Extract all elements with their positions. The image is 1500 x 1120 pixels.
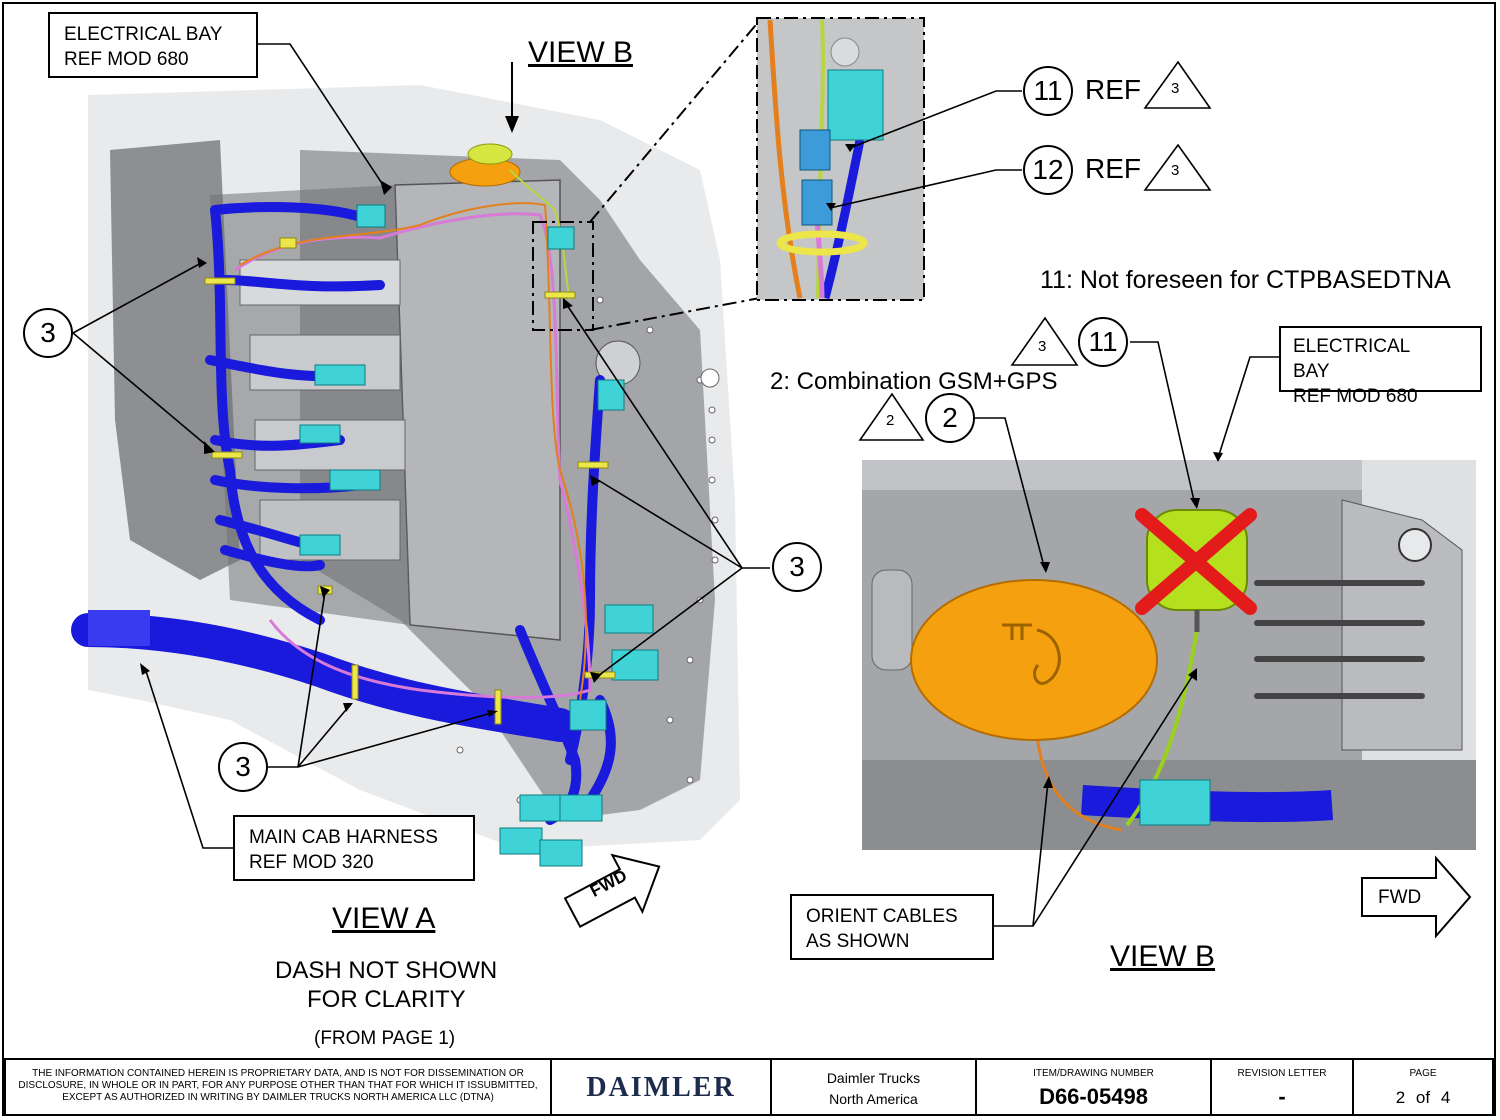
proprietary-notice: THE INFORMATION CONTAINED HEREIN IS PROP…: [18, 1068, 538, 1103]
flag-number: 2: [886, 412, 895, 429]
company-line2: North America: [829, 1091, 918, 1107]
fwd-arrow-label: FWD: [1378, 887, 1422, 908]
callout-line: ELECTRICAL BAY: [64, 24, 223, 45]
balloon-item-3: 3: [772, 542, 822, 592]
revision-label: REVISION LETTER: [1237, 1068, 1327, 1079]
main-cab-harness-callout: MAIN CAB HARNESS REF MOD 320: [233, 815, 475, 881]
revision-value: -: [1278, 1084, 1286, 1109]
balloon-item-3: 3: [218, 742, 268, 792]
balloon-item-2: 2: [925, 393, 975, 443]
electrical-bay-callout-left: ELECTRICAL BAY REF MOD 680: [48, 12, 258, 78]
company-cell: Daimler Trucks North America: [772, 1060, 977, 1114]
flag-triangle: [1010, 316, 1079, 366]
view-b-illustration: [862, 460, 1476, 850]
note-2: 2: Combination GSM+GPS: [770, 368, 1058, 395]
dash-note-line1: DASH NOT SHOWN: [275, 957, 498, 984]
ref-label: REF: [1085, 74, 1141, 105]
note-11: 11: Not foreseen for CTPBASEDTNA: [1040, 266, 1451, 294]
drawing-number-cell: ITEM/DRAWING NUMBER D66-05498: [977, 1060, 1212, 1114]
dash-note-line2: FOR CLARITY: [307, 986, 466, 1013]
view-a-title: VIEW A: [332, 902, 436, 935]
orient-cables-callout: ORIENT CABLES AS SHOWN: [790, 894, 994, 960]
daimler-logo: DAIMLER: [586, 1072, 736, 1103]
page-indicator: 2 of 4: [1354, 1088, 1492, 1108]
flag-triangle: [1143, 60, 1212, 109]
callout-line: REF MOD 680: [64, 49, 189, 70]
revision-cell: REVISION LETTER -: [1212, 1060, 1354, 1114]
balloon-item-3: 3: [23, 308, 73, 358]
balloon-item-11: 11: [1023, 66, 1073, 116]
page-current: 2: [1395, 1088, 1406, 1107]
ref-label: REF: [1085, 153, 1141, 184]
callout-line: REF MOD 680: [1293, 386, 1418, 407]
callout-line: MAIN CAB HARNESS: [249, 827, 438, 848]
page-label: PAGE: [1409, 1068, 1437, 1079]
drawing-number: D66-05498: [1039, 1084, 1148, 1109]
balloon-item-11: 11: [1078, 317, 1128, 367]
callout-line: ELECTRICAL: [1293, 336, 1411, 357]
proprietary-notice-cell: THE INFORMATION CONTAINED HEREIN IS PROP…: [6, 1060, 552, 1114]
electrical-bay-callout-right: ELECTRICAL BAY REF MOD 680: [1279, 326, 1482, 407]
page-of: of: [1415, 1088, 1431, 1107]
title-block: THE INFORMATION CONTAINED HEREIN IS PROP…: [4, 1058, 1494, 1116]
page-cell: PAGE 2 of 4: [1354, 1060, 1492, 1114]
flag-triangle: [858, 392, 925, 441]
callout-line: BAY: [1293, 361, 1330, 382]
flag-number: 3: [1038, 338, 1047, 355]
company-line1: Daimler Trucks: [826, 1070, 921, 1086]
flag-number: 3: [1171, 162, 1180, 179]
view-b-leaders: [975, 341, 1279, 927]
page-total: 4: [1440, 1088, 1451, 1107]
view-b-title-bottom: VIEW B: [1110, 940, 1216, 973]
flag-number: 3: [1171, 80, 1180, 97]
view-b-title-top: VIEW B: [528, 36, 634, 69]
from-page-note: (FROM PAGE 1): [314, 1028, 456, 1049]
logo-cell: DAIMLER: [552, 1060, 772, 1114]
callout-line: REF MOD 320: [249, 852, 374, 873]
balloon-item-12: 12: [1023, 145, 1073, 195]
callout-line: AS SHOWN: [806, 931, 910, 952]
drawing-number-label: ITEM/DRAWING NUMBER: [1033, 1068, 1154, 1079]
view-a-illustration: [71, 17, 1472, 939]
callout-line: ORIENT CABLES: [806, 906, 958, 927]
flag-triangle: [1143, 143, 1212, 191]
